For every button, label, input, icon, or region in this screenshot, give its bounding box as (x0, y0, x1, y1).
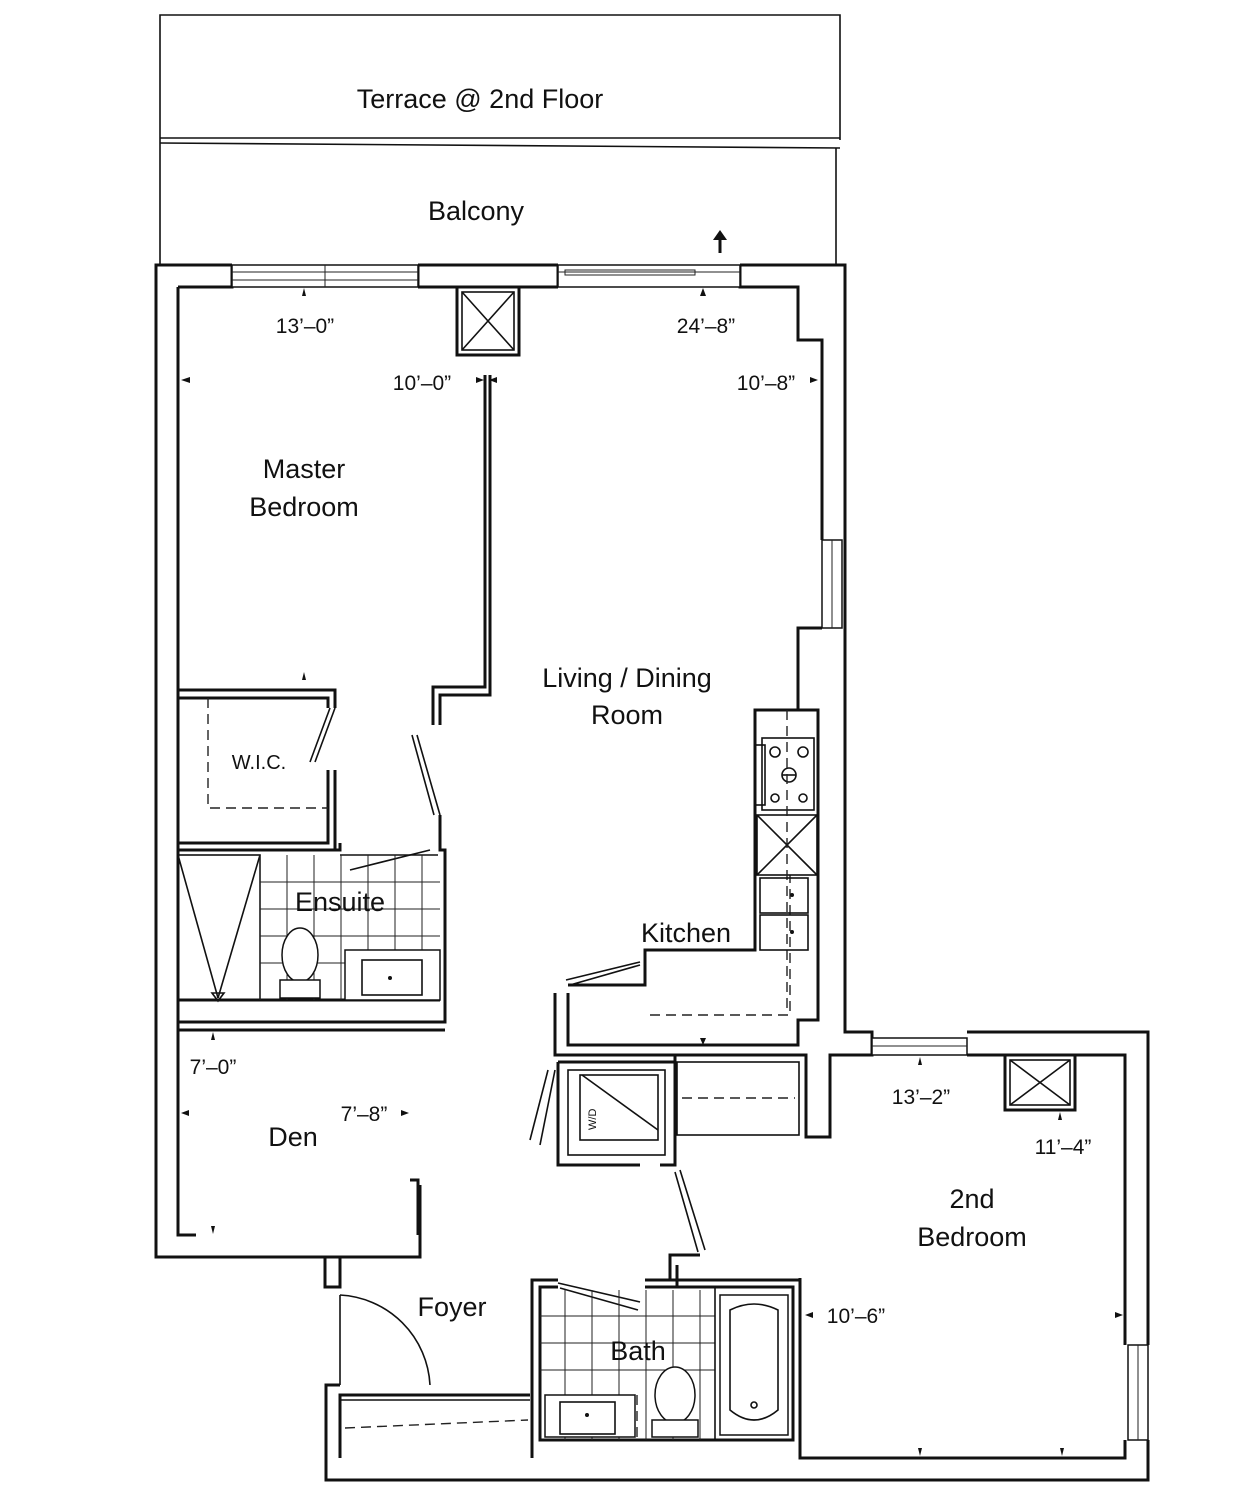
windows (231, 264, 1149, 1441)
terrace-label: Terrace @ 2nd Floor (357, 84, 604, 114)
interior-walls (177, 285, 1077, 1442)
wd-label: W/D (587, 1109, 599, 1130)
master-bedroom-label-line2: Bedroom (249, 492, 359, 522)
den-width-dim: 7’–0” (190, 1056, 237, 1079)
master-depth-dim: 10’–0” (393, 372, 451, 395)
kitchen-label: Kitchen (641, 918, 731, 948)
living-depth-dim: 10’–8” (737, 372, 795, 395)
wic-label: W.I.C. (232, 752, 286, 774)
second-depth-dim: 11’–4” (1035, 1136, 1092, 1159)
second-bedroom-label-line1: 2nd (949, 1184, 994, 1214)
foyer-label: Foyer (417, 1292, 486, 1322)
second-side-dim: 10’–6” (827, 1305, 885, 1328)
master-bedroom-label-line1: Master (263, 454, 346, 484)
dimension-ticks (181, 288, 1123, 1456)
den-label: Den (268, 1122, 318, 1152)
living-width-dim: 24’–8” (677, 315, 735, 338)
den-depth-dim: 7’–8” (341, 1103, 388, 1126)
living-room-label-line1: Living / Dining (542, 663, 712, 693)
master-width-dim: 13’–0” (276, 315, 334, 338)
second-bedroom-label-line2: Bedroom (917, 1222, 1027, 1252)
ensuite-label: Ensuite (295, 887, 385, 917)
balcony-arrow-icon (713, 230, 727, 253)
living-room-label-line2: Room (591, 700, 663, 730)
exterior-walls (154, 263, 1150, 1482)
terrace-area (159, 14, 841, 265)
second-width-dim: 13’–2” (892, 1086, 950, 1109)
bath-label: Bath (610, 1336, 666, 1366)
balcony-label: Balcony (428, 196, 525, 226)
